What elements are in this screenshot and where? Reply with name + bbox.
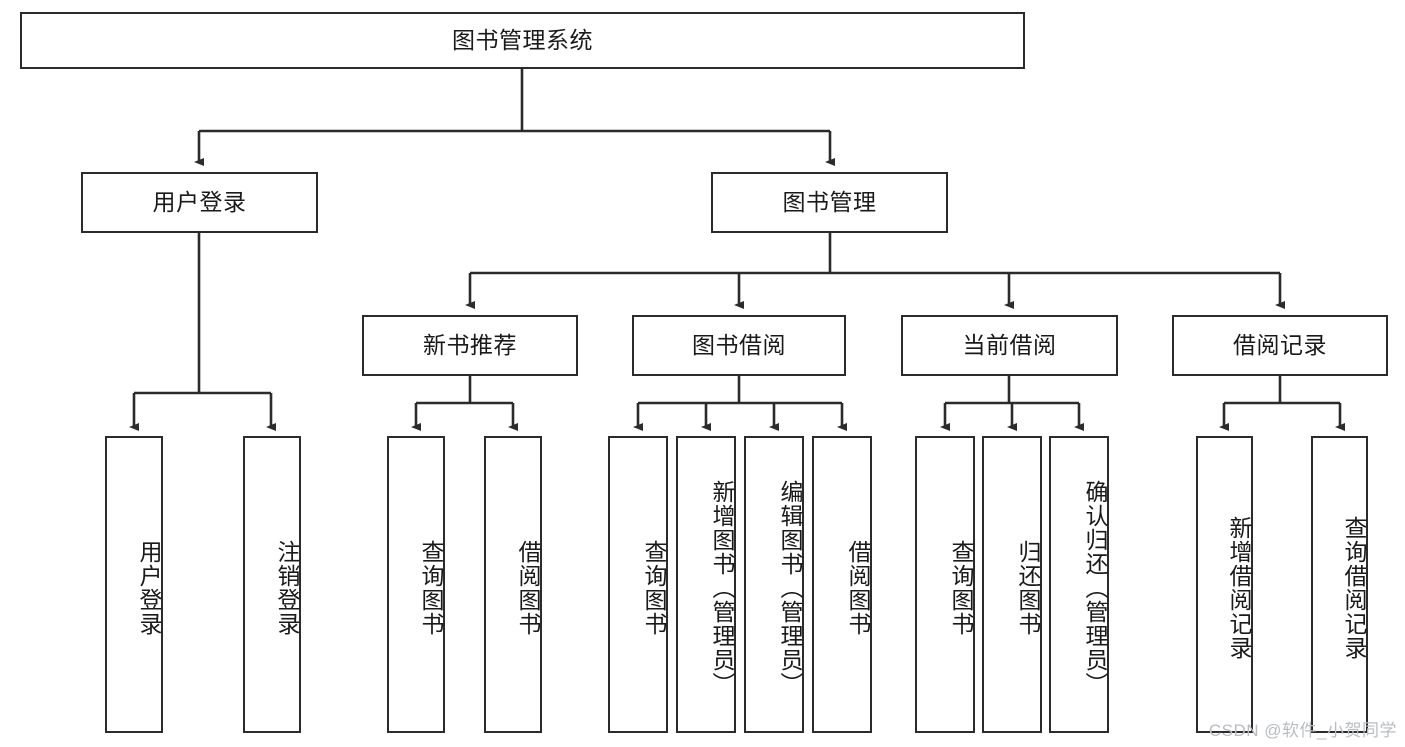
leaf-edit-book-admin[interactable]: 编辑图书（管理员） [744,436,804,733]
node-label: 借阅图书 [845,539,871,636]
node-label: 当前借阅 [962,331,1057,358]
node-label: 用户登录 [152,188,247,215]
node-borrow-record[interactable]: 借阅记录 [1172,315,1388,376]
node-current-borrow[interactable]: 当前借阅 [901,315,1118,376]
node-label: 图书管理 [782,188,877,215]
leaf-confirm-return-admin[interactable]: 确认归还（管理员） [1049,436,1109,733]
node-book-borrow[interactable]: 图书借阅 [632,315,846,376]
node-label: 图书管理系统 [452,26,593,53]
node-label: 借阅图书 [515,539,541,636]
node-label: 新增借阅记录 [1226,515,1252,660]
leaf-add-book-admin[interactable]: 新增图书（管理员） [676,436,736,733]
node-label: 归还图书 [1015,539,1041,636]
node-new-book-recommend[interactable]: 新书推荐 [362,315,578,376]
node-user-login[interactable]: 用户登录 [81,172,318,233]
leaf-user-login[interactable]: 用户登录 [105,436,163,733]
csdn-watermark: CSDN @软件_小贺同学 [1208,721,1397,740]
node-label: 用户登录 [136,539,162,636]
node-label: 新书推荐 [423,331,517,358]
node-label: 确认归还（管理员） [1082,479,1108,696]
leaf-query-borrow-record[interactable]: 查询借阅记录 [1311,436,1368,733]
node-root-system[interactable]: 图书管理系统 [20,12,1025,69]
node-book-management[interactable]: 图书管理 [711,172,948,233]
leaf-borrow-book-newbook[interactable]: 借阅图书 [484,436,542,733]
node-label: 借阅记录 [1233,331,1327,358]
leaf-logout[interactable]: 注销登录 [243,436,301,733]
leaf-query-book-borrow[interactable]: 查询图书 [608,436,668,733]
leaf-borrow-book[interactable]: 借阅图书 [812,436,872,733]
node-label: 查询借阅记录 [1341,515,1367,660]
node-label: 查询图书 [641,539,667,636]
leaf-return-book[interactable]: 归还图书 [982,436,1042,733]
node-label: 图书借阅 [692,331,786,358]
node-label: 查询图书 [418,539,444,636]
leaf-add-borrow-record[interactable]: 新增借阅记录 [1196,436,1253,733]
node-label: 查询图书 [948,539,974,636]
leaf-query-book-current[interactable]: 查询图书 [915,436,975,733]
node-label: 新增图书（管理员） [709,479,735,696]
node-label: 注销登录 [274,539,300,636]
leaf-query-book-newbook[interactable]: 查询图书 [387,436,445,733]
node-label: 编辑图书（管理员） [777,479,803,696]
